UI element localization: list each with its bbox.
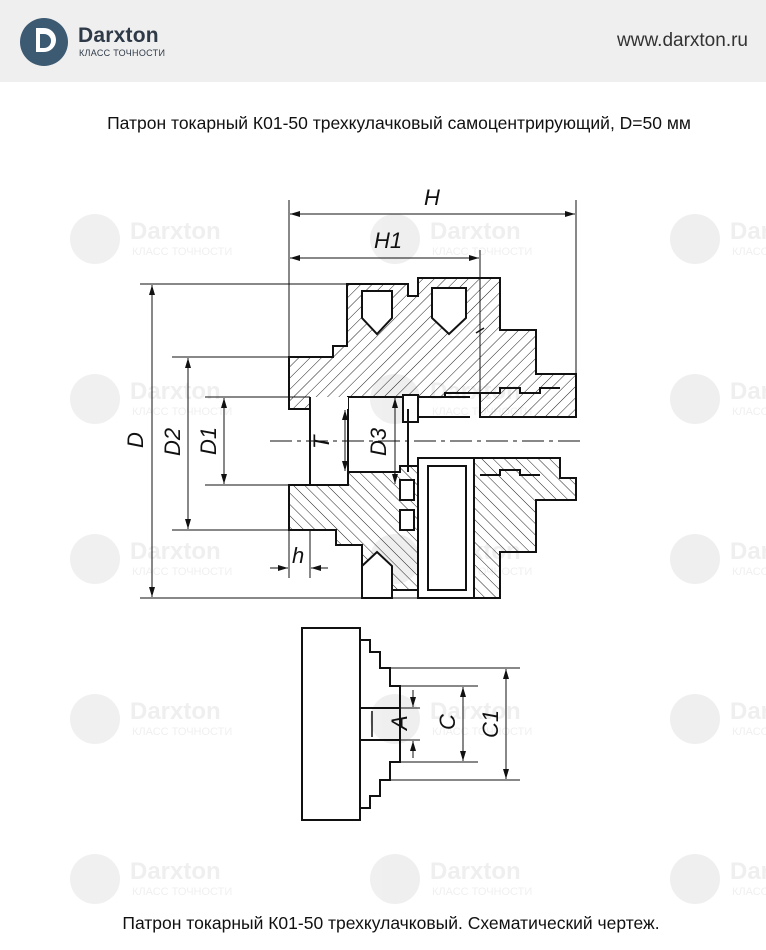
dim-label-h-small: h bbox=[292, 543, 304, 568]
chuck-technical-drawing: H H1 D D2 D1 T D3 h A C C1 bbox=[123, 185, 585, 821]
dim-label-d1: D1 bbox=[196, 427, 221, 455]
side-view-dimension-lines bbox=[390, 667, 520, 781]
chuck-side-view bbox=[301, 627, 401, 821]
site-header: Darxton КЛАСС ТОЧНОСТИ www.darxton.ru bbox=[0, 0, 766, 82]
dim-label-a: A bbox=[387, 715, 412, 732]
chuck-section-view bbox=[288, 277, 577, 599]
dimension-lines bbox=[149, 211, 575, 597]
dim-label-c: C bbox=[435, 714, 460, 730]
dim-label-d2: D2 bbox=[160, 428, 185, 456]
site-url-link[interactable]: www.darxton.ru bbox=[617, 30, 748, 51]
dim-label-t: T bbox=[309, 434, 334, 449]
brand-tagline: КЛАСС ТОЧНОСТИ bbox=[79, 48, 166, 58]
dim-label-c1: C1 bbox=[478, 710, 503, 738]
drawing-caption: Патрон токарный К01-50 трехкулачковый. С… bbox=[122, 913, 660, 933]
drawing-title: Патрон токарный К01-50 трехкулачковый са… bbox=[107, 113, 691, 133]
dim-label-d: D bbox=[123, 432, 148, 448]
dim-label-h-total: H bbox=[424, 185, 440, 210]
dim-label-h1: H1 bbox=[374, 228, 402, 253]
dim-label-d3: D3 bbox=[366, 427, 391, 456]
extension-lines bbox=[140, 200, 577, 599]
darxton-logo-icon[interactable] bbox=[20, 18, 68, 66]
brand-name[interactable]: Darxton bbox=[78, 24, 159, 47]
